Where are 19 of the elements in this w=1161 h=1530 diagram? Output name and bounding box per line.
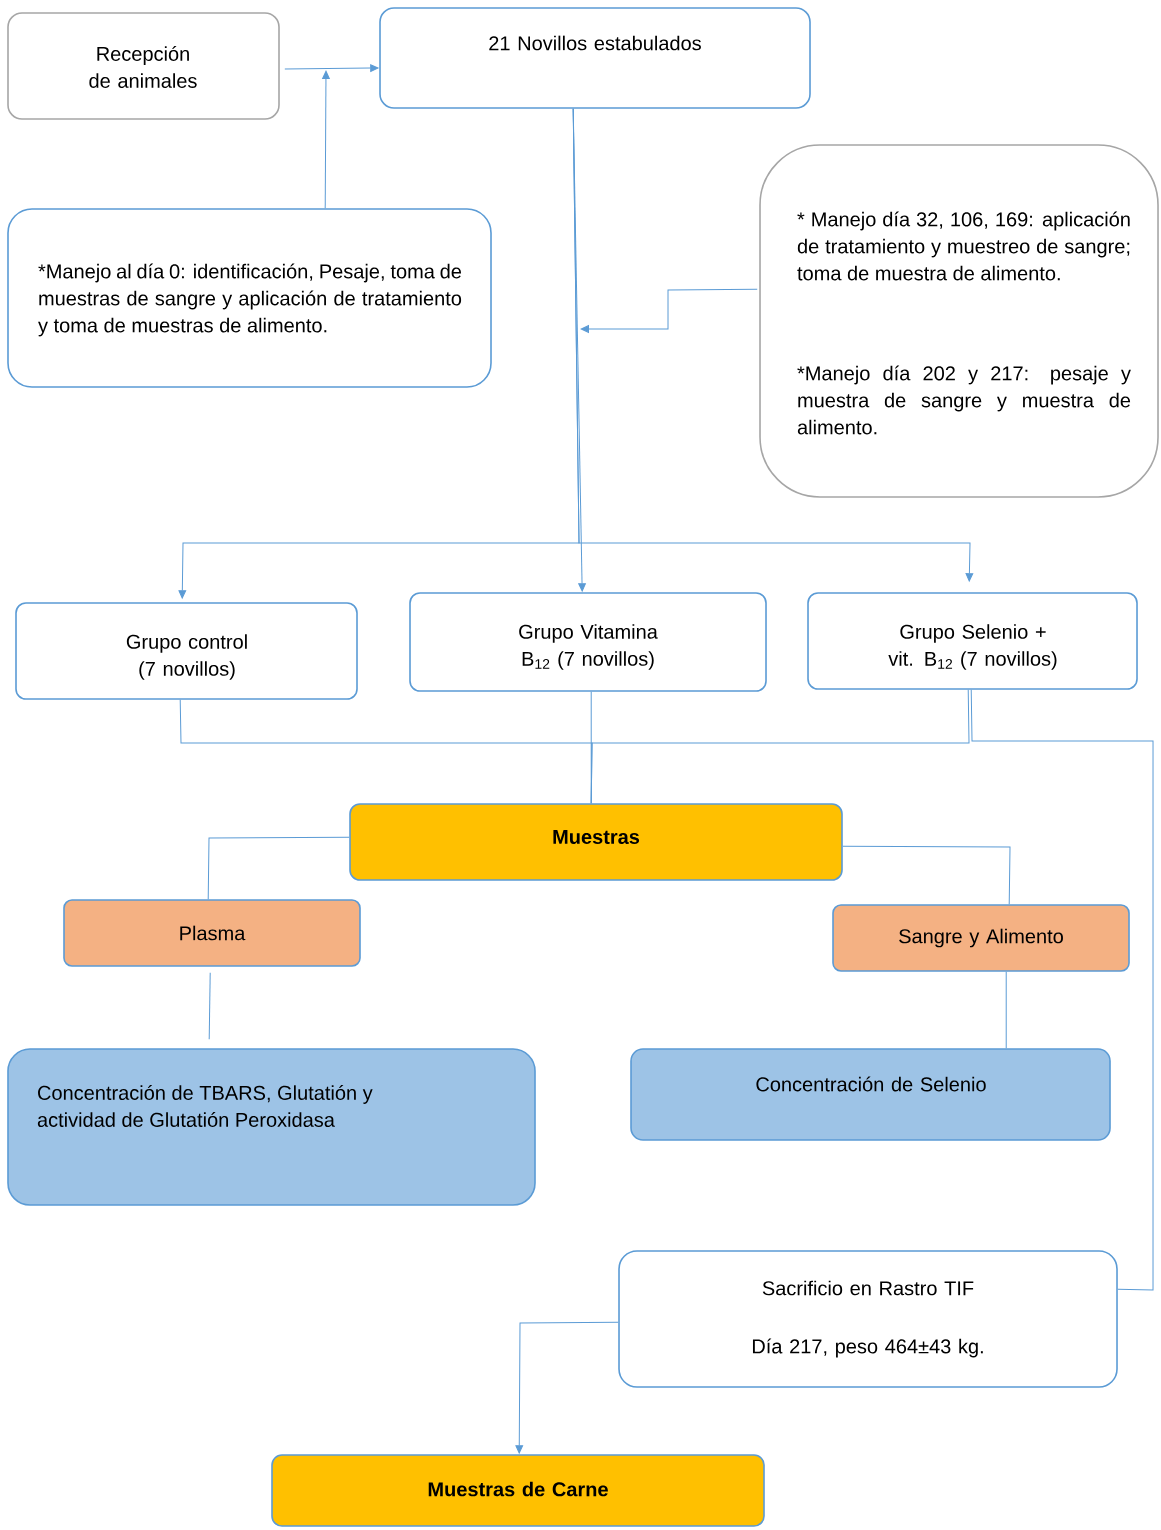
- process-box: Recepción de animales: [7, 12, 280, 120]
- process-box: 21 Novillos estabulados: [379, 7, 811, 109]
- connector-arrow: [515, 1321, 619, 1454]
- note-box: * Manejo día 32, 106, 169: aplicación de tratamiento y muestreo de sangre; toma de muestra de alimento. *Manejo día 202 y 217: pesaje y muestra de sangre y muestra de alimento.: [759, 144, 1159, 498]
- result-box: Concentración de Selenio: [630, 1048, 1111, 1141]
- connector-arrow: [572, 108, 974, 582]
- connector-arrow: [322, 70, 330, 209]
- group-box: Grupo control (7 novillos): [15, 602, 358, 700]
- group-box: Grupo Selenio + vit. B$_{12}$ (7 novillos): [807, 592, 1138, 690]
- connector-arrow: [284, 64, 379, 72]
- process-box: Muestras: [349, 803, 843, 881]
- process-box: Muestras de Carne: [271, 1454, 765, 1527]
- result-box: Concentración de TBARS, Glutatión y actividad de Glutatión Peroxidasa: [7, 1048, 536, 1206]
- note-box: *Manejo al día 0: identificación, Pesaje, toma de muestras de sangre y aplicación de tratamiento y toma de muestras de alimento.: [7, 208, 492, 388]
- connector-arrow: [580, 288, 758, 333]
- process-box: Sacrificio en Rastro TIF Día 217, peso 464±43 kg.: [618, 1250, 1118, 1388]
- group-box: Grupo Vitamina B$_{12}$ (7 novillos): [409, 592, 767, 692]
- process-box: Sangre y Alimento: [832, 904, 1130, 972]
- process-box: Plasma: [63, 899, 361, 967]
